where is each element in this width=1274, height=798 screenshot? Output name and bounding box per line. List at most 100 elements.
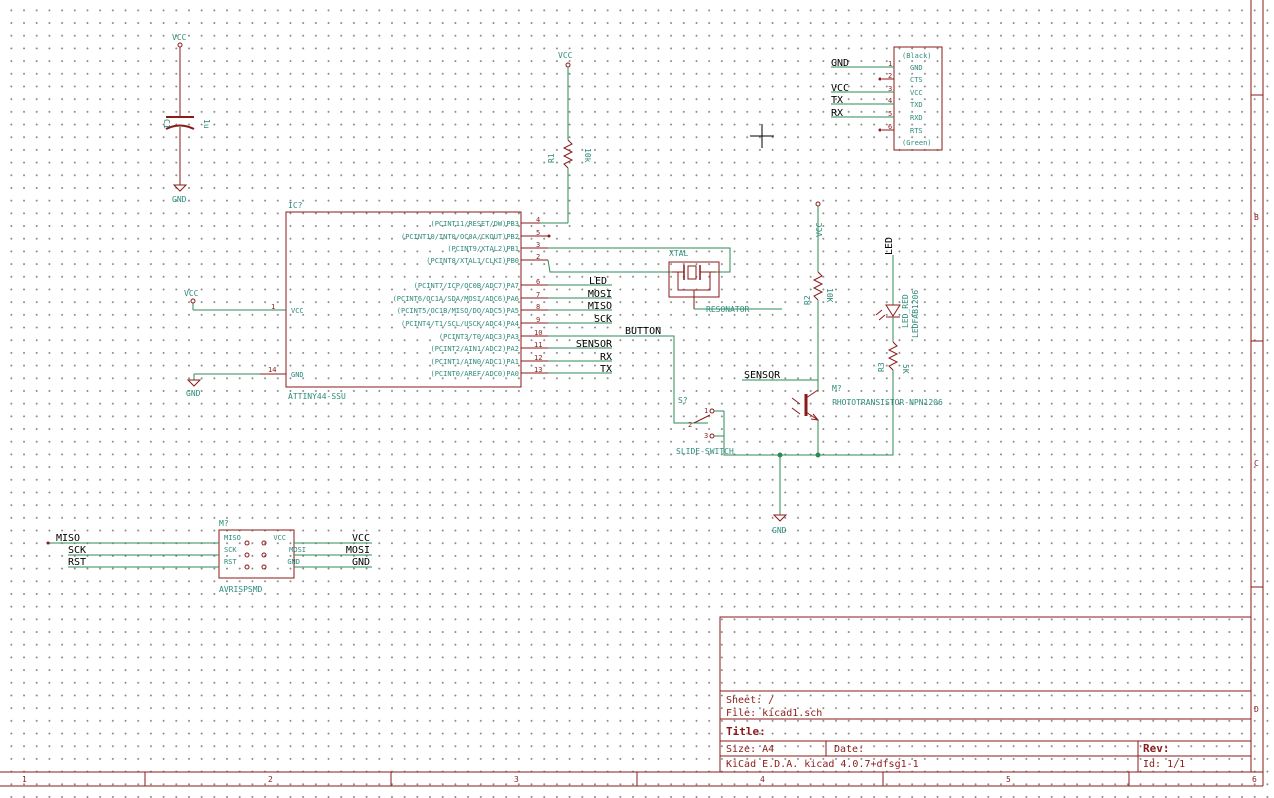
c1-gnd-label: GND [172,195,187,204]
ftdi-net-rx: RX [831,108,843,119]
ic-pin-6-num: 6 [536,278,540,286]
crosshair-cursor-icon [750,124,774,148]
ic-pin-pb1: (PCINT9/XTAL2)PB1 [447,245,519,253]
ftdi-pin-vcc: VCC [910,89,923,97]
avr-value: AVRISPSMD [219,585,263,594]
c1-vcc-label: VCC [172,33,187,42]
ic-pin-12-num: 12 [534,354,542,362]
ic-value: ATTINY44-SSU [288,392,346,401]
ftdi-net-vcc: VCC [831,83,849,94]
switch-pin-2: 2 [688,421,692,429]
avrisp-header[interactable] [46,529,373,579]
frame-col-5: 5 [1006,775,1011,784]
ic-pin-7-num: 7 [536,291,540,299]
ftdi-header[interactable] [831,46,943,151]
r1-value: 10k [583,148,592,163]
ic-pin-13-num: 13 [534,366,542,374]
r3-value: 5K [901,364,910,374]
net-label-led: LED [589,276,607,287]
avr-net-gnd: GND [352,557,370,568]
gnd-label-main: GND [772,526,787,535]
resonator-xtal[interactable] [668,261,782,310]
ic-pin-pa5: (PCINT5/OC1B/MISO/DO/ADC5)PA5 [397,307,519,315]
frame-col-2: 2 [268,775,273,784]
ic-pin-11-num: 11 [534,341,542,349]
net-label-mosi: MOSI [588,289,612,300]
ic-pin-pb3: (PCINT11/RESET/DW)PB3 [430,220,519,228]
frame-row-d: D [1254,705,1259,714]
slide-switch[interactable] [693,380,894,456]
capacitor-c1[interactable] [165,42,195,192]
ftdi-net-tx: TX [831,95,843,106]
net-label-miso: MISO [588,301,612,312]
ic-pin-3-num: 3 [536,241,540,249]
ic-vcc-label: VCC [184,289,199,298]
phototransistor[interactable] [742,379,821,522]
ftdi-pin-2-num: 2 [888,72,892,80]
net-label-sck: SCK [594,314,612,325]
ic-pin-pa2: (PCINT2/AIN1/ADC2)PA2 [430,345,519,353]
ftdi-net-gnd: GND [831,58,849,69]
ftdi-pin-gnd: GND [910,64,923,72]
ic-pin-2-num: 2 [536,253,540,261]
frame-col-6: 6 [1252,775,1257,784]
title-block [719,616,1252,773]
led-red[interactable] [875,255,901,342]
r1-vcc-label: VCC [558,51,573,60]
phototransistor-net: SENSOR [744,370,781,381]
avr-pin-mosi: MOSI [289,546,306,554]
ftdi-pin-1-num: 1 [888,60,892,68]
r2-vcc-label: VCC [815,222,824,237]
ic-pin-8-num: 8 [536,303,540,311]
switch-value: SLIDE-SWITCH [676,447,734,456]
ftdi-bottom-label: (Green) [902,139,932,147]
ic-pin-pa3: (PCINT3/T0/ADC3)PA3 [439,333,519,341]
ftdi-pin-cts: CTS [910,76,923,84]
title-block-rev: Rev: [1143,742,1170,755]
net-label-rx: RX [600,352,612,363]
title-block-date: Date: [834,744,864,755]
resistor-r3[interactable] [887,341,899,380]
avr-pin-gnd: GND [287,558,300,566]
net-label-tx: TX [600,364,612,375]
ftdi-pin-rts: RTS [910,127,923,135]
ic-pin-9-num: 9 [536,316,540,324]
frame-col-1: 1 [22,775,27,784]
r2-value: 10K [825,288,834,303]
avr-net-mosi: MOSI [346,545,370,556]
ic-pin-14-num: 14 [268,366,276,374]
ic-pin-10-num: 10 [534,329,542,337]
ic-pin-1-name: VCC [291,307,304,315]
phototransistor-value: PHOTOTRANSISTOR-NPN1206 [832,398,943,407]
ftdi-pin-6-num: 6 [888,123,892,131]
resistor-r1[interactable] [540,62,574,224]
resistor-r2[interactable] [812,201,824,392]
ftdi-pin-txd: TXD [910,101,923,109]
ic-attiny44[interactable] [186,211,731,424]
ic-pin-pa4: (PCINT4/T1/SCL/USCK/ADC4)PA4 [401,320,519,328]
ic-pin-pa6: (PCINT6/OC1A/SDA/MOSI/ADC6)PA6 [393,295,519,303]
ftdi-pin-rxd: RXD [910,114,923,122]
title-block-size: Size: A4 [726,744,774,755]
ic-pin-14-name: GND [291,371,304,379]
avr-pin-sck: SCK [224,546,237,554]
r2-ref: R2 [803,295,812,305]
xtal-ref: XTAL [669,249,688,258]
avr-pin-miso: MISO [224,534,241,542]
ic-pin-4-num: 4 [536,216,540,224]
frame-row-c: C [1254,459,1259,468]
ic-pin-pa0: (PCINT0/AREF/ADC0)PA0 [430,370,519,378]
frame-col-3: 3 [514,775,519,784]
ic-pin-pb2: (PCINT10/INT0/OC0A/CKOUT)PB2 [401,233,519,241]
led-value: LEDFAB1206 [911,290,920,338]
title-block-sheet: Sheet: / [726,695,774,706]
ic-pin-pb0: (PCINT8/XTAL1/CLKI)PB0 [426,257,519,265]
r1-ref: R1 [547,153,556,163]
led-net: LED [884,237,895,255]
net-label-button: BUTTON [625,326,661,337]
c1-ref: C1 [162,119,171,129]
switch-pin-3: 3 [704,432,708,440]
title-block-id: Id: 1/1 [1143,759,1185,770]
